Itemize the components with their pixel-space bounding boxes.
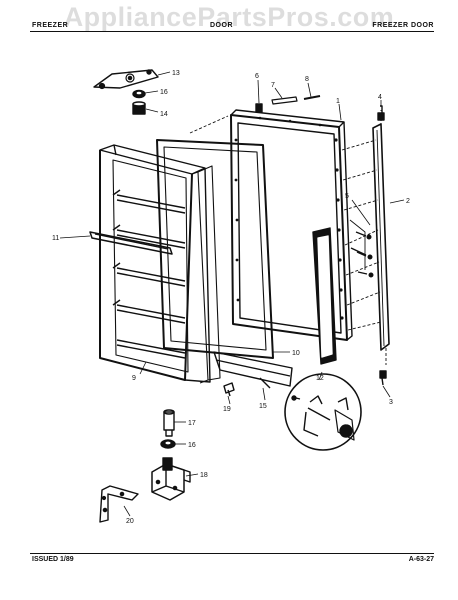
screw-bottom [379, 370, 387, 386]
header-left: FREEZER [32, 22, 69, 29]
callout-10: 10 [292, 350, 300, 357]
top-trim-strip [271, 95, 321, 105]
callout-9: 9 [132, 375, 136, 382]
hinge-cover [93, 69, 159, 90]
callout-11: 11 [52, 235, 59, 242]
callout-labels: 13 16 14 6 7 8 1 4 2 5 11 9 10 15 19 12 … [52, 70, 410, 525]
shelf-bar [89, 231, 173, 255]
callout-14: 14 [160, 111, 168, 118]
handle-screws [349, 219, 374, 278]
header-rule [30, 31, 434, 32]
bottom-hinge [151, 457, 191, 501]
callout-7: 7 [271, 82, 275, 89]
page-code: A-63-27 [408, 556, 434, 563]
watermark: AppliancePartsPros.com [63, 2, 395, 32]
callout-8: 8 [305, 76, 309, 83]
callout-16a: 16 [160, 89, 168, 96]
callout-18: 17 [188, 420, 196, 427]
callout-4: 4 [378, 94, 382, 101]
header-right: FREEZER DOOR [372, 22, 434, 29]
hinge-pin [163, 409, 175, 437]
bushing [132, 101, 146, 115]
door-panel [189, 109, 353, 341]
callout-12: 12 [316, 375, 324, 382]
callout-13: 13 [172, 70, 180, 77]
callout-15: 15 [259, 403, 267, 410]
callout-16b: 16 [188, 442, 196, 449]
gasket-retainer [312, 227, 337, 365]
callout-6: 6 [255, 73, 259, 80]
callout-17: 18 [200, 472, 208, 479]
header-center: DOOR [210, 22, 233, 29]
callout-3: 3 [389, 399, 393, 406]
issued-date: ISSUED 1/89 [32, 556, 74, 563]
latch-detail [284, 373, 362, 451]
door-handle [341, 110, 390, 365]
top-screw [255, 103, 263, 113]
callout-2: 2 [406, 198, 410, 205]
callout-20: 19 [223, 406, 231, 413]
inner-door-liner [99, 144, 221, 384]
washer-top [132, 89, 146, 99]
callout-1: 1 [336, 98, 340, 105]
callout-5: 5 [345, 193, 349, 200]
trim-clip [223, 382, 235, 397]
leader-lines [59, 71, 405, 517]
screw-top [377, 105, 385, 121]
washer-bottom [160, 439, 176, 449]
bottom-trim [213, 351, 293, 389]
door-gasket [156, 139, 274, 359]
hinge-shim [99, 485, 139, 523]
callout-19: 20 [126, 518, 134, 525]
footer-rule [30, 553, 434, 554]
